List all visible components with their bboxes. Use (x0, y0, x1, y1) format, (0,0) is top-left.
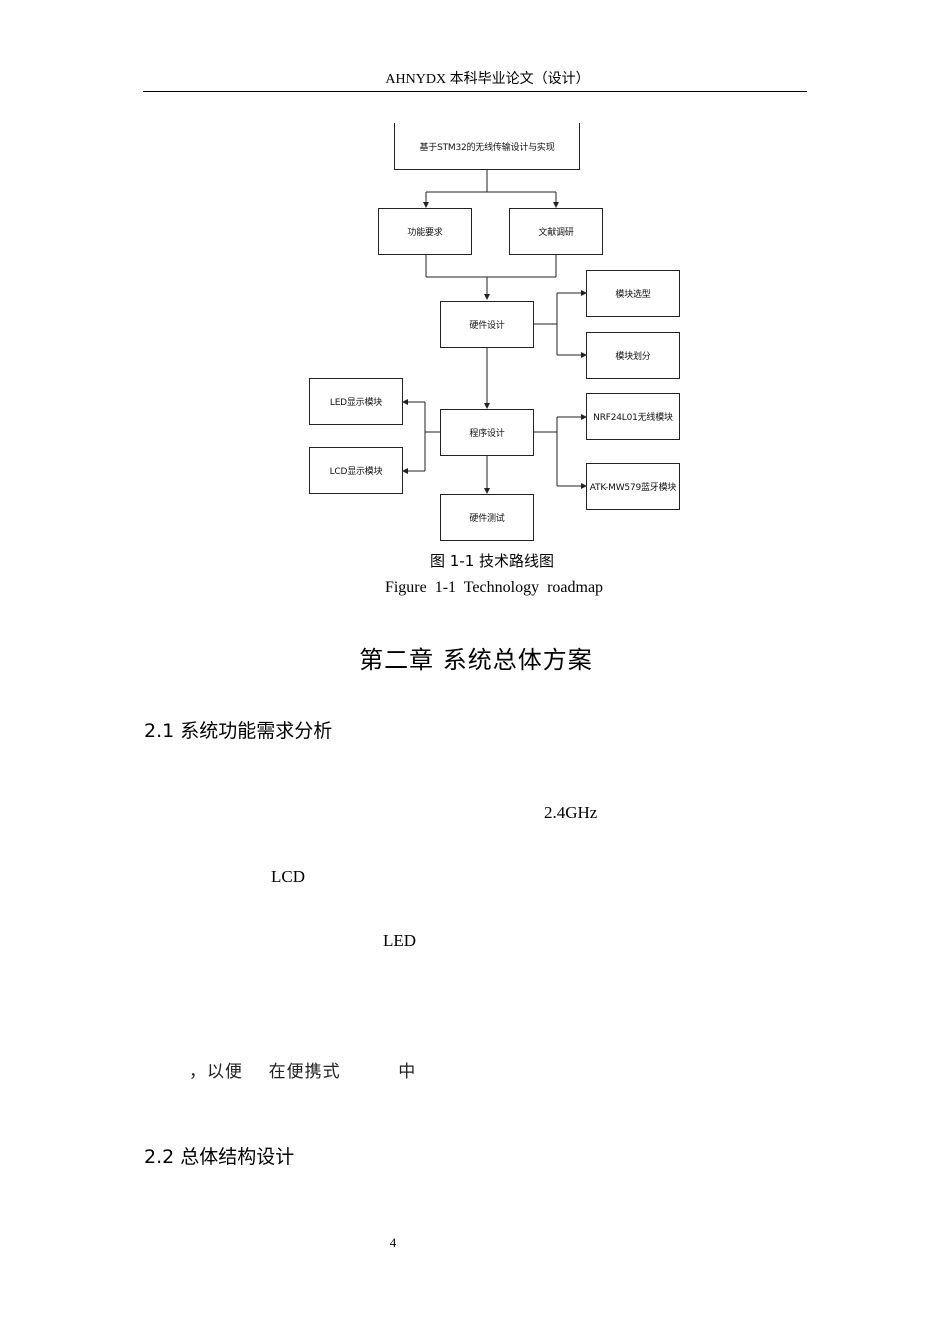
flow-box-nrf-module-label: NRF24L01无线模块 (593, 413, 673, 423)
text-fragment-convenience: ，以便 在便携式 中 (189, 1062, 417, 1082)
flow-box-nrf-module: NRF24L01无线模块 (586, 393, 680, 440)
flow-box-atk-module: ATK-MW579蓝牙模块 (586, 463, 680, 510)
flow-box-lcd-module-label: LCD显示模块 (329, 467, 383, 477)
text-fragment-freq: 2.4GHz (544, 803, 598, 822)
figure-caption-en: Figure 1-1 Technology roadmap (384, 579, 604, 596)
flowchart-connectors (402, 169, 587, 494)
flow-box-root: 基于STM32的无线传输设计与实现 (394, 123, 580, 170)
page-number: 4 (389, 1235, 397, 1250)
flow-box-hw-design: 硬件设计 (440, 301, 534, 348)
flow-box-lit-review: 文献调研 (509, 208, 603, 255)
flow-box-led-module: LED显示模块 (309, 378, 403, 425)
flow-box-prog-design: 程序设计 (440, 409, 534, 456)
flow-box-hw-test-label: 硬件测试 (469, 514, 505, 524)
flow-box-root-label: 基于STM32的无线传输设计与实现 (419, 142, 555, 153)
flow-box-lcd-module: LCD显示模块 (309, 447, 403, 494)
text-fragment-led: LED (383, 931, 417, 950)
flow-box-module-divide: 模块划分 (586, 332, 680, 379)
flow-box-module-select-label: 模块选型 (615, 290, 651, 300)
flow-box-lit-review-label: 文献调研 (538, 228, 574, 238)
page-header: AHNYDX 本科毕业论文（设计） (385, 72, 590, 87)
flow-box-module-select: 模块选型 (586, 270, 680, 317)
flow-box-hw-test: 硬件测试 (440, 494, 534, 541)
flow-box-led-module-label: LED显示模块 (329, 398, 383, 408)
flow-box-func-req: 功能要求 (378, 208, 472, 255)
flow-box-prog-design-label: 程序设计 (469, 429, 505, 439)
section-2-2-title: 2.2 总体结构设计 (144, 1146, 295, 1168)
flow-box-func-req-label: 功能要求 (407, 228, 443, 238)
chapter-title: 第二章 系统总体方案 (359, 646, 593, 674)
section-2-1-title: 2.1 系统功能需求分析 (144, 720, 333, 742)
flow-box-hw-design-label: 硬件设计 (469, 321, 505, 331)
header-rule (143, 91, 807, 92)
text-fragment-lcd: LCD (271, 867, 305, 886)
flow-box-atk-module-label: ATK-MW579蓝牙模块 (589, 483, 677, 493)
figure-caption-cn: 图 1-1 技术路线图 (429, 552, 555, 570)
flow-box-module-divide-label: 模块划分 (615, 352, 651, 362)
